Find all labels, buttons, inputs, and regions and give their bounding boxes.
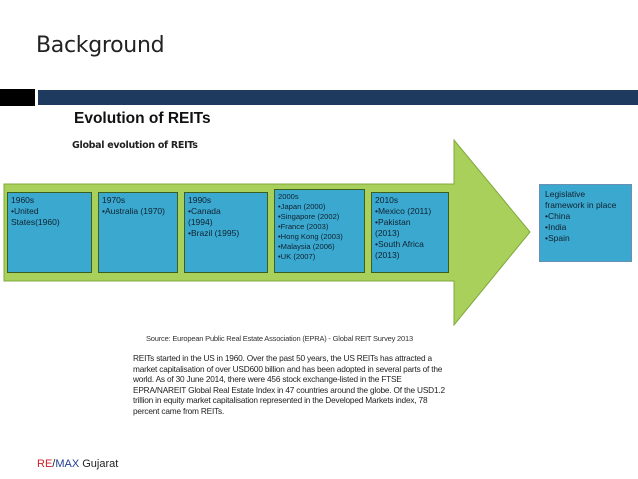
era-box-1960s: 1960s •United States(1960) (7, 192, 92, 273)
era-period: 1990s (188, 195, 212, 205)
diagram-subtitle: Global evolution of REITs (72, 140, 198, 151)
brand-max: MAX (55, 458, 80, 470)
era-box-1990s: 1990s •Canada (1994) •Brazil (1995) (184, 192, 268, 273)
era-box-1970s: 1970s •Australia (1970) (98, 192, 178, 273)
header-bar-right (38, 90, 638, 105)
era-period: 1960s (11, 195, 35, 205)
era-item: •UK (2007) (278, 252, 316, 261)
era-box-2010s: 2010s •Mexico (2011) •Pakistan (2013) •S… (371, 192, 449, 273)
legislative-heading-line1: Legislative (545, 189, 586, 199)
legislative-heading-line2: framework in place (545, 200, 617, 210)
section-title: Evolution of REITs (74, 110, 211, 127)
legislative-item: •China (545, 211, 571, 221)
era-item: •Hong Kong (2003) (278, 232, 343, 241)
brand-gujarat: Gujarat (79, 458, 119, 470)
legislative-item: •Spain (545, 233, 570, 243)
source-citation: Source: European Public Real Estate Asso… (146, 334, 413, 343)
slide-title: Background (36, 33, 165, 58)
era-item: (1994) (188, 217, 213, 227)
era-item: •Australia (1970) (102, 206, 165, 216)
era-item: •Brazil (1995) (188, 228, 240, 238)
era-item: •Malaysia (2006) (278, 242, 335, 251)
legislative-item: •India (545, 222, 567, 232)
era-period: 1970s (102, 195, 126, 205)
era-item: (2013) (375, 228, 400, 238)
era-item: •Japan (2000) (278, 202, 326, 211)
era-item: States(1960) (11, 217, 60, 227)
era-period: 2010s (375, 195, 399, 205)
brand-logo: RE/MAX Gujarat (37, 458, 118, 470)
era-item: •Singapore (2002) (278, 212, 340, 221)
era-item: (2013) (375, 250, 400, 260)
era-item: •South Africa (375, 239, 424, 249)
brand-re: RE (37, 458, 53, 470)
era-period: 2000s (278, 192, 299, 201)
era-item: •France (2003) (278, 222, 329, 231)
era-box-2000s: 2000s •Japan (2000) •Singapore (2002) •F… (274, 189, 365, 273)
era-item: •Canada (188, 206, 221, 216)
body-paragraph: REITs started in the US in 1960. Over th… (133, 353, 445, 416)
era-item: •Mexico (2011) (375, 206, 432, 216)
era-item: •Pakistan (375, 217, 411, 227)
legislative-framework-box: Legislative framework in place •China •I… (539, 184, 632, 262)
era-item: •United (11, 206, 39, 216)
brand-slash: / (52, 458, 56, 470)
header-bar-left (0, 89, 35, 106)
